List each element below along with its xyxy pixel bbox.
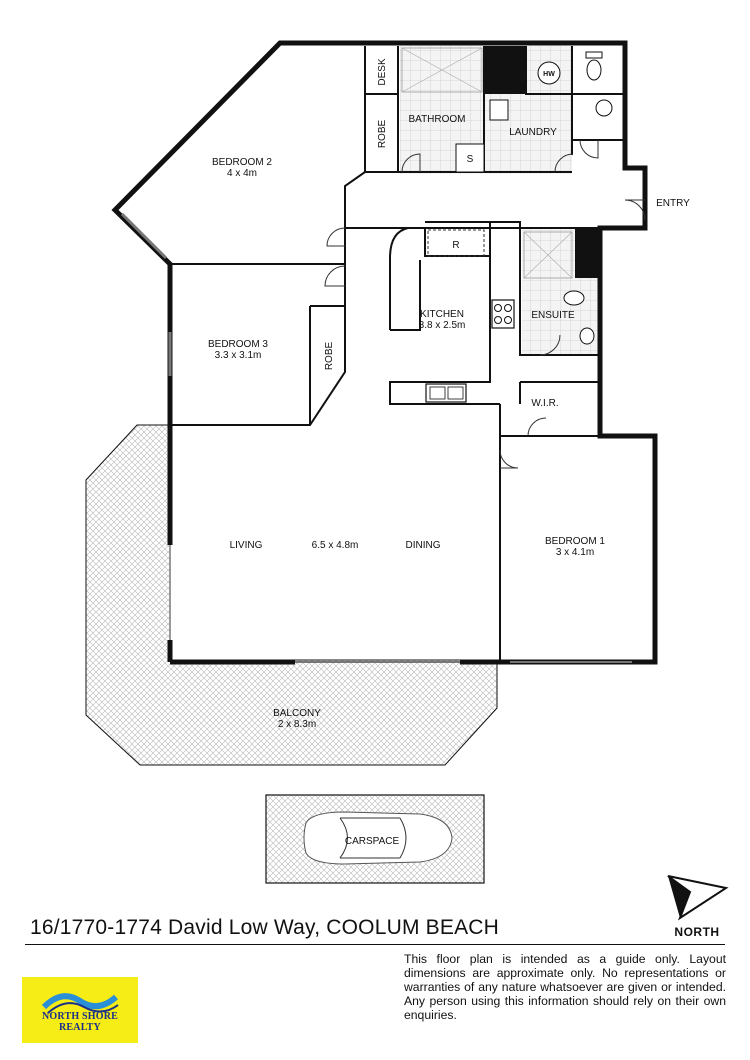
door-entry — [624, 199, 646, 221]
carspace-name: CARSPACE — [345, 836, 400, 847]
storage-s — [455, 143, 485, 173]
living-name: LIVING — [230, 540, 263, 551]
bedroom1-name: BEDROOM 1 — [545, 536, 605, 547]
compass-arrow-icon — [667, 875, 729, 921]
toilet-icon — [586, 59, 602, 81]
desk-label: DESK — [377, 58, 388, 86]
basin-icon — [595, 99, 613, 117]
riser-block-1 — [484, 46, 526, 94]
north-arrow: NORTH — [664, 870, 730, 940]
door-bedroom2 — [326, 227, 346, 247]
ensuite-toilet-icon — [563, 290, 585, 306]
divider-line — [25, 944, 725, 945]
door-ensuite — [539, 334, 561, 356]
fridge-space — [427, 229, 485, 257]
ensuite-name: ENSUITE — [531, 310, 575, 321]
door-bedroom1 — [499, 449, 519, 469]
storage-label: S — [467, 154, 474, 165]
hot-water-unit — [537, 61, 561, 85]
balcony-size: 2 x 8.3m — [278, 719, 316, 730]
floor-plan: BEDROOM 2 4 x 4m BEDROOM 3 3.3 x 3.1m KI… — [85, 40, 690, 884]
bedroom2-size: 4 x 4m — [227, 168, 257, 179]
exterior-wall-outline — [111, 40, 658, 665]
living-dining-size: 6.5 x 4.8m — [312, 540, 359, 551]
balcony-name: BALCONY — [273, 708, 321, 719]
cooktop — [491, 299, 515, 329]
ensuite-basin-icon — [579, 327, 595, 345]
shower-ensuite — [523, 231, 573, 279]
shower-bathroom — [401, 47, 483, 93]
kitchen-name: KITCHEN — [420, 309, 464, 320]
robe-bedroom2-label: ROBE — [377, 120, 388, 149]
robe-bedroom3-label: ROBE — [324, 342, 335, 371]
door-laundry — [554, 153, 574, 173]
fridge-label: R — [452, 240, 459, 251]
north-label: NORTH — [674, 925, 720, 939]
laundry-name: LAUNDRY — [509, 127, 557, 138]
bedroom2-name: BEDROOM 2 — [212, 157, 272, 168]
logo-text: NORTH SHORE REALTY — [41, 1011, 119, 1033]
kitchen-size: 3.8 x 2.5m — [419, 320, 466, 331]
wir-name: W.I.R. — [531, 398, 558, 409]
door-bathroom — [401, 153, 421, 173]
bathroom-name: BATHROOM — [408, 114, 465, 125]
bedroom3-name: BEDROOM 3 — [208, 339, 268, 350]
door-toilet — [579, 139, 599, 159]
laundry-tub — [489, 99, 509, 121]
kitchen-sink — [425, 383, 467, 403]
agency-logo: NORTH SHORE REALTY — [22, 977, 138, 1043]
door-bedroom3 — [324, 265, 346, 287]
bedroom1-size: 3 x 4.1m — [556, 547, 594, 558]
hw-label: HW — [543, 71, 555, 78]
dining-name: DINING — [406, 540, 441, 551]
property-address: 16/1770-1774 David Low Way, COOLUM BEACH — [30, 916, 500, 939]
bedroom3-size: 3.3 x 3.1m — [215, 350, 262, 361]
door-wir — [527, 417, 547, 437]
riser-block-2 — [575, 228, 600, 278]
disclaimer-text: This floor plan is intended as a guide o… — [404, 952, 726, 1022]
logo-wave-icon — [41, 993, 119, 1014]
window-bedroom2 — [120, 212, 168, 260]
entry-label: ENTRY — [656, 198, 690, 209]
car-icon — [303, 811, 453, 865]
